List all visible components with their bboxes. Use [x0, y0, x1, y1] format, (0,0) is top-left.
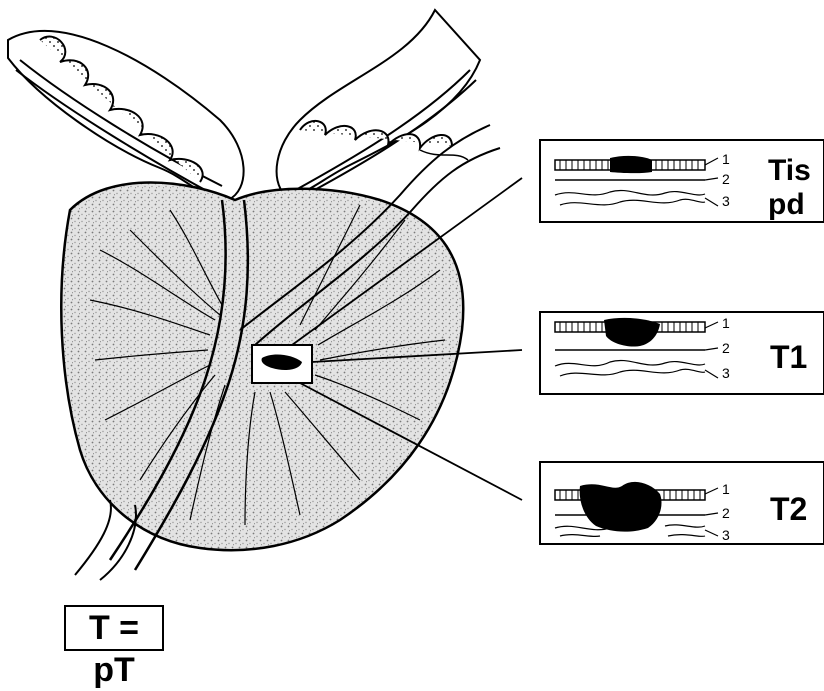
layer-label-2: 2	[722, 340, 730, 356]
panel-tis: 1 2 3 Tis pd	[540, 140, 824, 222]
layer-label-3: 3	[722, 365, 730, 381]
stage-label-tis: Tis	[768, 154, 811, 187]
prostate-staging-diagram: 1 2 3 Tis pd 1 2 3 T1 1 2 3 T2	[0, 0, 824, 661]
left-vesicle-lobes	[40, 37, 203, 182]
layer-label-3: 3	[722, 527, 730, 543]
panel-t2: 1 2 3 T2	[540, 462, 824, 544]
layer-label-1: 1	[722, 481, 730, 497]
layer-label-2: 2	[722, 171, 730, 187]
stage-label-t2: T2	[770, 491, 807, 527]
layer-label-2: 2	[722, 505, 730, 521]
layer-label-1: 1	[722, 315, 730, 331]
layer-label-1: 1	[722, 151, 730, 167]
tumour-in-situ	[610, 156, 652, 173]
tumour-inset-box	[252, 345, 312, 383]
stage-label-t1: T1	[770, 339, 807, 375]
staging-formula: T = pT	[64, 605, 164, 651]
seminal-vesicles	[8, 10, 480, 201]
stage-label-pd: pd	[768, 188, 805, 221]
layer-label-3: 3	[722, 193, 730, 209]
panel-t1: 1 2 3 T1	[540, 312, 824, 394]
